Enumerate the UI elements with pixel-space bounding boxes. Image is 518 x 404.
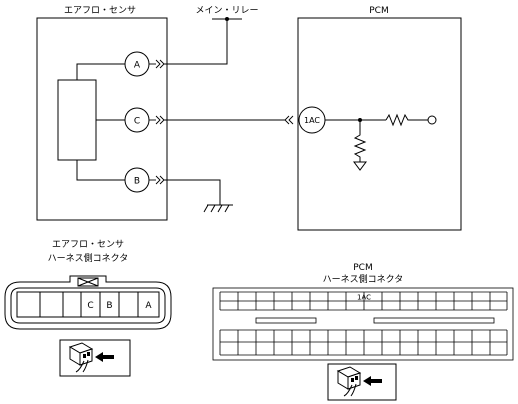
connector-view-icon — [59, 339, 131, 377]
pcm-pin-1ac: 1AC — [357, 294, 371, 302]
terminal-a: A — [124, 51, 150, 77]
svg-text:1AC: 1AC — [304, 116, 320, 125]
pcm-resistor-series — [385, 113, 428, 127]
pcm-label: PCM — [369, 6, 388, 16]
sensor-wire-a — [76, 63, 125, 80]
pcm-harness-connector — [212, 287, 514, 361]
main-relay-label: メイン・リレー — [195, 6, 258, 16]
wire-to-ground — [164, 179, 221, 205]
sensor-harness-title-2: ハーネス側コネクタ — [48, 252, 129, 264]
ground-symbol — [203, 204, 233, 213]
sensor-harness-title-1: エアフロ・センサ — [52, 239, 124, 250]
sensor-wire-b — [76, 160, 125, 181]
pcm-harness-title-2: ハーネス側コネクタ — [323, 273, 404, 285]
connector-chevrons-sensor — [149, 59, 165, 185]
pcm-box — [297, 17, 462, 231]
airflow-sensor-label: エアフロ・センサ — [64, 5, 136, 16]
sensor-pin-c: C — [87, 301, 93, 311]
sensor-pin-a: A — [145, 301, 152, 311]
pcm-terminal-1ac: 1AC — [298, 106, 326, 134]
sensor-pin-b: B — [106, 301, 112, 311]
pcm-reference-terminal — [427, 115, 437, 125]
wire-to-main-relay — [164, 19, 228, 65]
sensor-harness-connector — [4, 275, 172, 330]
terminal-c: C — [124, 107, 150, 133]
connector-chevrons-pcm — [284, 115, 294, 125]
connector-view-icon — [327, 363, 397, 401]
svg-text:B: B — [134, 177, 140, 187]
pcm-ground-triangle — [353, 161, 367, 171]
pcm-resistor-ground — [353, 120, 367, 162]
sensor-element — [57, 79, 97, 161]
airflow-sensor-box — [36, 17, 168, 221]
pcm-harness-title-1: PCM — [353, 263, 372, 273]
svg-text:C: C — [134, 117, 140, 127]
svg-text:A: A — [134, 61, 141, 71]
terminal-b: B — [124, 167, 150, 193]
